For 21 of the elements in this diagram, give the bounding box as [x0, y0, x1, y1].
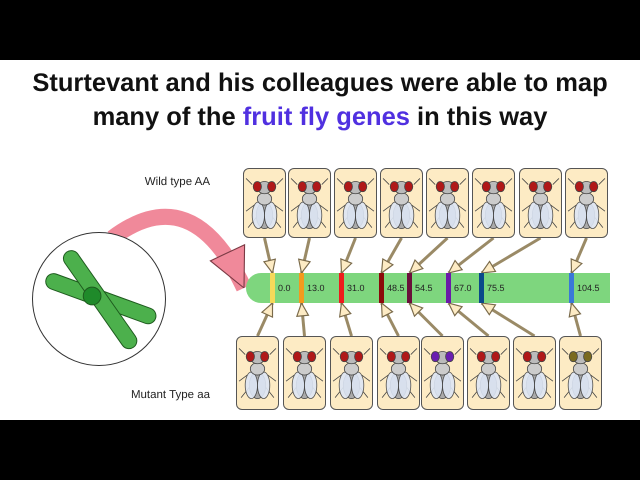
arrow	[448, 236, 494, 274]
arrow	[339, 302, 353, 336]
arrow	[256, 302, 274, 337]
arrow	[296, 302, 310, 336]
arrow	[298, 238, 311, 274]
arrow	[408, 236, 449, 274]
arrow	[340, 237, 357, 274]
arrow	[380, 237, 403, 274]
curved-arrow	[108, 208, 252, 292]
genotype-label: Mutant Type aa	[130, 389, 210, 402]
arrow	[263, 238, 276, 274]
chromosome-bar	[246, 273, 610, 303]
arrow	[380, 302, 400, 337]
title: Sturtevant and his colleagues were able to map many of the fruit fly genes in this way	[31, 68, 609, 133]
arrow	[408, 302, 444, 338]
arrow	[568, 302, 582, 336]
arrow	[448, 302, 490, 338]
genotype-label: Wild type AA	[144, 176, 210, 189]
arrow	[570, 237, 588, 274]
arrow	[480, 236, 542, 274]
arrow	[480, 302, 536, 338]
